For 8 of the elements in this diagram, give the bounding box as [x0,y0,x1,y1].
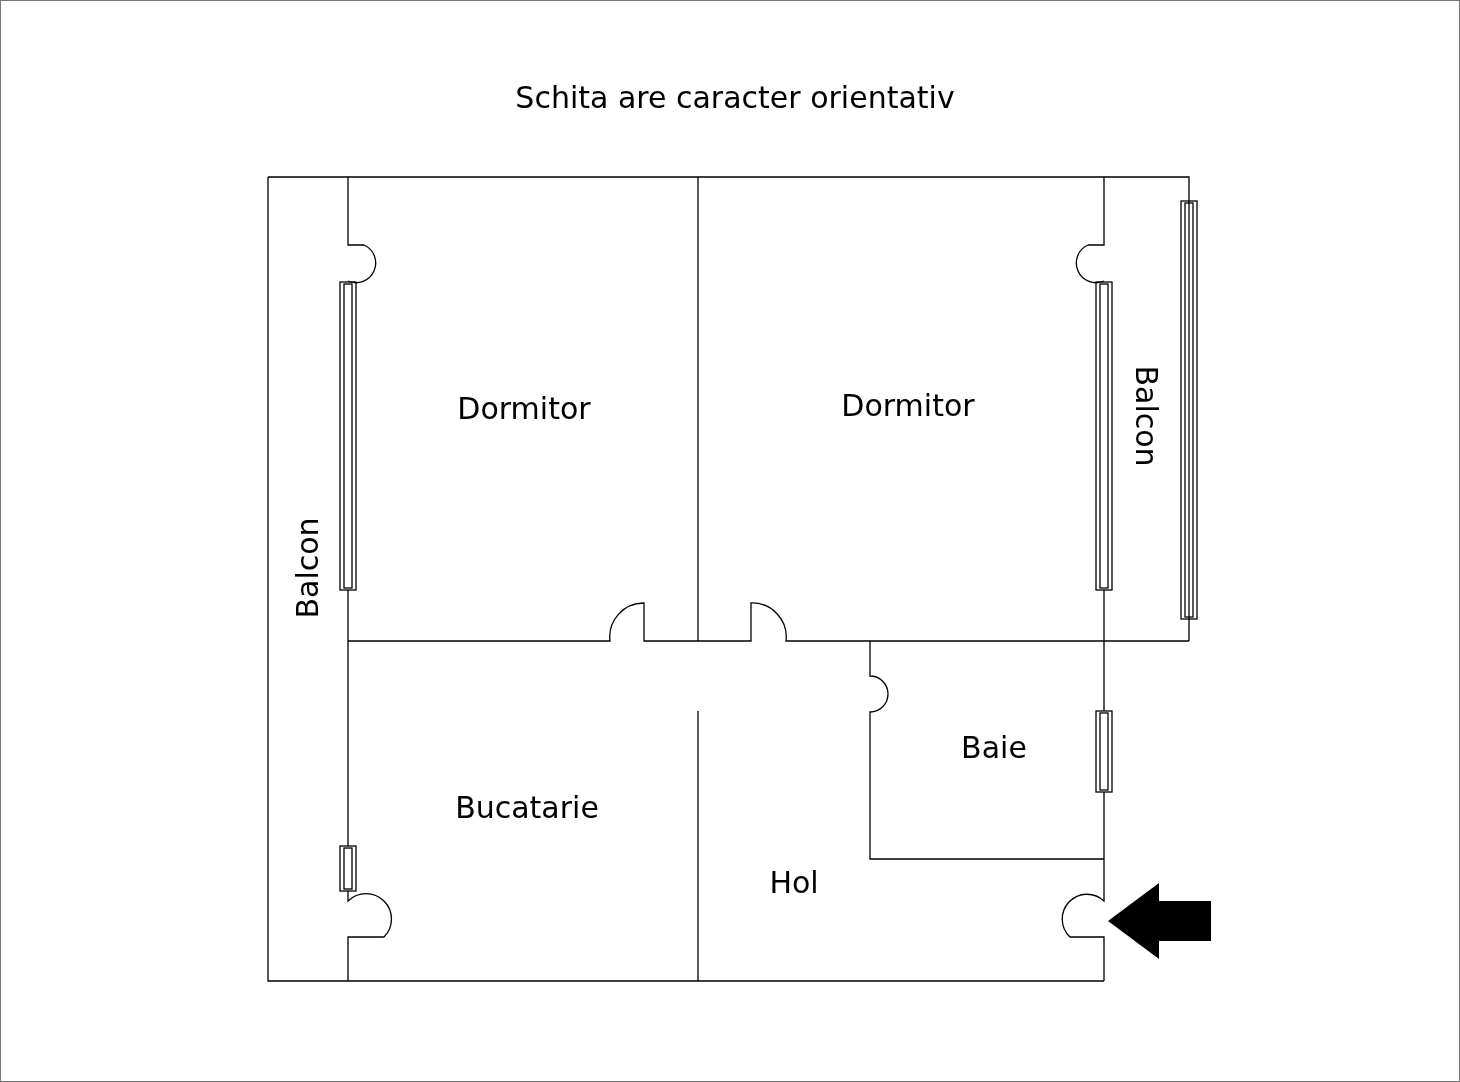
room-label: Bucatarie [455,793,599,823]
room-label: Dormitor [841,391,975,421]
room-label: Balcon [1131,365,1161,467]
room-label: Dormitor [457,394,591,424]
room-label: Hol [769,868,819,898]
room-label: Balcon [293,517,323,619]
plan-title: Schita are caracter orientativ [515,79,955,115]
room-label: Baie [961,733,1027,763]
